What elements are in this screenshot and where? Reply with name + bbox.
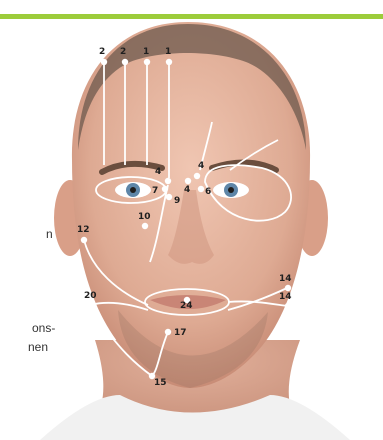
dot-12[interactable] xyxy=(81,237,87,243)
dot-17[interactable] xyxy=(165,329,171,335)
label-2a: 2 xyxy=(99,47,105,57)
label-1b: 1 xyxy=(165,47,171,57)
label-2b: 2 xyxy=(120,47,126,57)
label-1a: 1 xyxy=(143,47,149,57)
right-pupil xyxy=(228,187,234,193)
dot-4a[interactable] xyxy=(165,178,171,184)
label-4b: 4 xyxy=(198,161,204,171)
dot-14a[interactable] xyxy=(285,285,291,291)
dot-10[interactable] xyxy=(142,223,148,229)
label-4a: 4 xyxy=(155,167,161,177)
label-24: 24 xyxy=(180,301,193,311)
side-text-ons: ons- xyxy=(32,321,55,336)
side-text-nen: nen xyxy=(28,340,48,355)
dot-20[interactable] xyxy=(87,302,93,308)
label-12: 12 xyxy=(77,225,90,235)
dot-7[interactable] xyxy=(162,186,168,192)
dot-1a[interactable] xyxy=(144,59,150,65)
dot-9[interactable] xyxy=(166,194,172,200)
label-15: 15 xyxy=(154,378,167,388)
dot-2a[interactable] xyxy=(101,59,107,65)
label-20: 20 xyxy=(84,291,97,301)
dot-4b[interactable] xyxy=(194,173,200,179)
label-14a: 14 xyxy=(279,274,292,284)
label-17: 17 xyxy=(174,328,187,338)
label-4c: 4 xyxy=(184,185,190,195)
label-9: 9 xyxy=(174,196,180,206)
label-10: 10 xyxy=(138,212,151,222)
dot-14b[interactable] xyxy=(285,303,291,309)
side-text-n: n xyxy=(46,227,53,242)
label-6: 6 xyxy=(205,187,211,197)
dot-4c[interactable] xyxy=(185,178,191,184)
label-7: 7 xyxy=(152,186,158,196)
dot-6[interactable] xyxy=(198,186,204,192)
label-14b: 14 xyxy=(279,292,292,302)
dot-2b[interactable] xyxy=(122,59,128,65)
top-green-line xyxy=(0,14,383,19)
left-pupil xyxy=(130,187,136,193)
dot-1b[interactable] xyxy=(166,59,172,65)
